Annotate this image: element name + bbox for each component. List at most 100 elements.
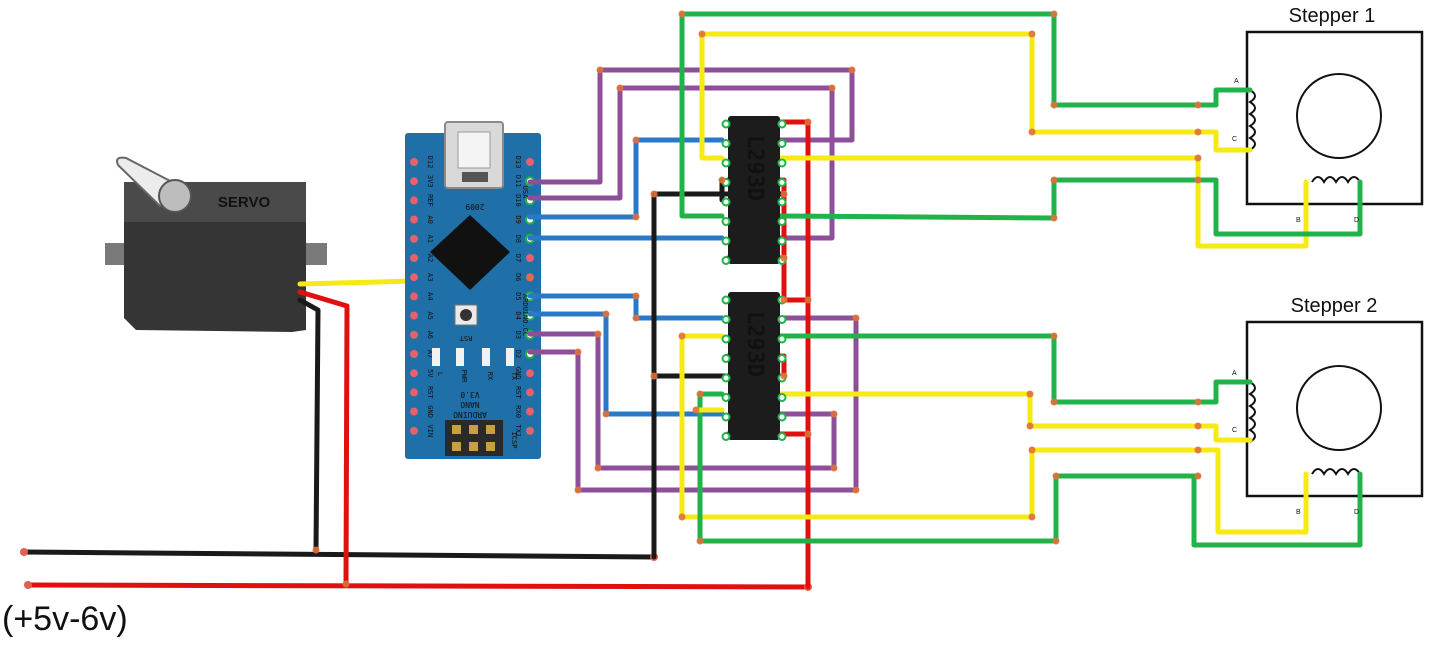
wire-junction bbox=[804, 118, 812, 126]
icsp-pin bbox=[469, 425, 478, 434]
arduino-pin-label: A3 bbox=[426, 273, 434, 281]
wire-junction bbox=[650, 190, 658, 198]
arduino-pin-label: A6 bbox=[426, 331, 434, 339]
wire-junction bbox=[698, 30, 706, 38]
arduino-pin-label: D4 bbox=[514, 311, 522, 319]
wire-junction bbox=[1050, 398, 1058, 406]
wire-junction bbox=[830, 464, 838, 472]
arduino-pin-label: D2 bbox=[514, 350, 522, 358]
wire-junction bbox=[596, 66, 604, 74]
driver-pin bbox=[721, 412, 731, 422]
arduino-pin-label: TX1 bbox=[514, 424, 522, 437]
driver-pin bbox=[721, 315, 731, 324]
stepper2-pin-a: A bbox=[1232, 370, 1237, 377]
wire-junction bbox=[780, 372, 788, 380]
arduino-pin-label: REF bbox=[426, 194, 434, 207]
arduino-pin-a3 bbox=[410, 273, 418, 282]
wire-junction bbox=[1028, 30, 1036, 38]
led-rx-label: RX bbox=[486, 372, 494, 381]
wire-junction bbox=[1050, 176, 1058, 184]
wire-junction bbox=[574, 486, 582, 494]
wire-junction bbox=[692, 406, 700, 414]
driver-pin bbox=[777, 334, 787, 344]
arduino-pin-label: D7 bbox=[514, 254, 522, 262]
blue-wire-3 bbox=[527, 293, 725, 321]
driver-pin bbox=[777, 139, 787, 148]
driver-pin bbox=[721, 334, 731, 344]
led-pwr-label: PWR bbox=[460, 370, 468, 383]
arduino-pin-5v bbox=[410, 369, 418, 378]
usa-label: USA bbox=[521, 186, 529, 199]
arduino-pin-label: RST bbox=[426, 386, 434, 399]
wire-junction bbox=[1050, 214, 1058, 222]
arduino-pin-gnd bbox=[526, 369, 534, 378]
driver-pin bbox=[721, 256, 731, 265]
wire-junction bbox=[1028, 446, 1036, 454]
wire-junction bbox=[1194, 422, 1202, 430]
wire-junction bbox=[616, 84, 624, 92]
stepper1-green-wire-d bbox=[777, 177, 1201, 221]
driver2-l293d: L293D bbox=[721, 292, 787, 441]
led-l-label: L bbox=[436, 372, 444, 376]
driver-pin bbox=[777, 354, 787, 363]
arduino-pin-3v3 bbox=[410, 177, 418, 186]
stepper2-rotor bbox=[1296, 365, 1382, 451]
wire-junction bbox=[632, 292, 640, 300]
driver-pin bbox=[721, 217, 731, 226]
wire-junction bbox=[342, 580, 350, 588]
stepper1-pin-d: D bbox=[1354, 217, 1359, 224]
stepper2-wires bbox=[679, 333, 1201, 544]
wire-junction bbox=[602, 410, 610, 418]
wire-junction bbox=[828, 84, 836, 92]
arduino-model-text: NANO bbox=[460, 400, 479, 409]
wire-junction bbox=[678, 332, 686, 340]
purple-wire-2 bbox=[527, 85, 835, 241]
stepper1-pin-c: C bbox=[1232, 136, 1237, 143]
arduino-pin-tx1 bbox=[526, 426, 534, 435]
driver1-l293d: L293D bbox=[721, 116, 787, 265]
ground-rail-endpoint bbox=[20, 548, 28, 556]
arduino-pin-label: A5 bbox=[426, 311, 434, 319]
stepper1-rotor bbox=[1296, 73, 1382, 159]
stepper2-pin-c: C bbox=[1232, 427, 1237, 434]
wire-junction bbox=[1026, 422, 1034, 430]
led-rx bbox=[482, 348, 490, 366]
arduino-pin-label: D11 bbox=[514, 175, 522, 188]
arduino-pin-d7 bbox=[526, 254, 534, 262]
driver-pin bbox=[721, 354, 731, 363]
driver2-label: L293D bbox=[742, 311, 767, 377]
led-l bbox=[432, 348, 440, 366]
arduino-pin-label: D10 bbox=[514, 194, 522, 207]
arduino-pin-label: 3V3 bbox=[426, 175, 434, 188]
power-supply-label: (+5v-6v) bbox=[2, 600, 128, 638]
icsp-pin bbox=[486, 442, 495, 451]
led-tx-label: TX bbox=[510, 372, 518, 381]
stepper1-pin-a: A bbox=[1234, 78, 1239, 85]
reset-button-cap bbox=[460, 309, 472, 321]
driver1-label: L293D bbox=[742, 135, 767, 201]
driver2-chip-body bbox=[728, 292, 780, 440]
usb-port bbox=[457, 131, 491, 169]
arduino-pin-label: D13 bbox=[514, 156, 522, 169]
power-rails bbox=[20, 548, 812, 591]
wire-junction bbox=[804, 430, 812, 438]
driver-pin bbox=[721, 432, 731, 441]
wire-junction bbox=[780, 190, 788, 198]
stepper2-lead-b bbox=[1195, 447, 1309, 535]
arduino-pin-label: GND bbox=[514, 367, 522, 380]
wire-junction bbox=[852, 314, 860, 322]
arduino-pin-vin bbox=[410, 426, 418, 435]
driver-pin bbox=[777, 119, 787, 129]
stepper2-yellow-wire-b bbox=[679, 333, 1201, 520]
purple-wire-3 bbox=[527, 331, 837, 471]
stepper2-pin-d: D bbox=[1354, 509, 1359, 516]
wire-junction bbox=[1052, 537, 1060, 545]
driver-pin bbox=[777, 315, 787, 324]
positive-rail-endpoint bbox=[24, 581, 32, 589]
wire-junction bbox=[1050, 332, 1058, 340]
arduino-pin-a2 bbox=[410, 254, 418, 262]
arduino-pin-ref bbox=[410, 196, 418, 205]
